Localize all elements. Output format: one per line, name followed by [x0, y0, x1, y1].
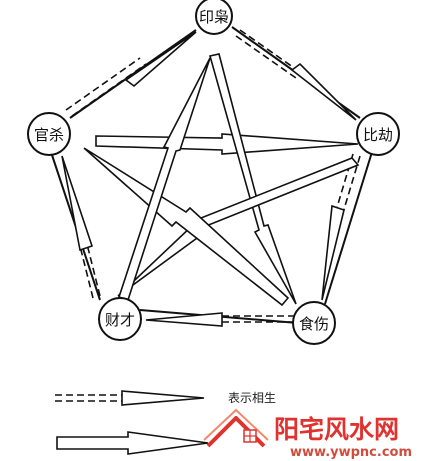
node-caicai: 财才: [98, 297, 142, 341]
dashed-arrow-shishang-to-caicai: [145, 312, 295, 327]
watermark: 阳宅风水网 www.ywpnc.com: [203, 408, 412, 460]
node-bijie: 比劫: [356, 112, 400, 156]
solid-arrow-yin-to-shishang: [209, 53, 297, 305]
generating-arrows: [61, 29, 361, 327]
node-guansha: 官杀: [27, 112, 71, 156]
house-icon: [203, 408, 269, 448]
solid-arrow-guansha-to-bijie: [95, 133, 359, 155]
legend-dashed-label: 表示相生: [228, 391, 276, 405]
legend-dashed-arrow: [55, 390, 205, 406]
watermark-url: www.ywpnc.com: [290, 445, 412, 460]
solid-arrow-shishang-to-guansha: [83, 147, 290, 307]
node-yin: 印枭: [195, 0, 233, 35]
solid-arrow-caicai-to-yin: [117, 57, 211, 302]
node-label-caicai: 财才: [105, 311, 135, 329]
dashed-arrow-caicai-to-guansha: [61, 155, 101, 299]
node-label-bijie: 比劫: [363, 126, 393, 144]
dashed-arrow-yin-to-bijie: [235, 29, 357, 121]
solid-arrow-bijie-to-caicai: [117, 157, 360, 297]
node-label-yin: 印枭: [199, 8, 229, 26]
watermark-brand: 阳宅风水网: [274, 415, 399, 444]
dashed-arrow-bijie-to-shishang: [321, 153, 361, 301]
node-label-shishang: 食伤: [299, 315, 329, 333]
node-label-guansha: 官杀: [34, 126, 64, 144]
controlling-arrows: [83, 53, 360, 307]
legend-solid-arrow: [56, 431, 209, 455]
dashed-arrow-guansha-to-yin: [65, 31, 197, 117]
node-shishang: 食伤: [292, 301, 336, 345]
legend: 表示相生: [55, 390, 276, 455]
